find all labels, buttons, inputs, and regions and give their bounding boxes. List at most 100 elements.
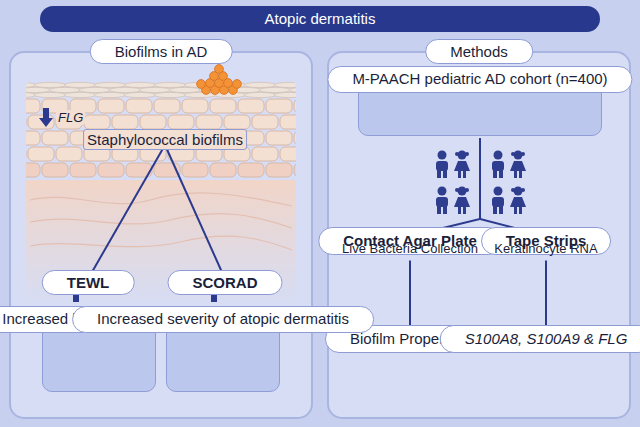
keratinocyte (224, 115, 250, 129)
keratinocyte (28, 147, 54, 161)
corneocyte (274, 82, 296, 87)
down-arrow-symbol (39, 108, 53, 127)
node-text: TEWL (42, 270, 135, 295)
boy-icon (436, 187, 448, 215)
node-text: SCORAD (167, 270, 282, 295)
keratinocyte (294, 163, 296, 177)
corneocyte (274, 92, 296, 97)
connector-arrow (88, 145, 165, 279)
staphylococcal-biofilm (197, 65, 242, 95)
keratinocyte (238, 99, 264, 113)
keratinocyte (182, 163, 208, 177)
keratinocyte (42, 163, 68, 177)
node-text: Keratinocyte RNA (494, 240, 597, 258)
corneocyte (154, 82, 186, 87)
epidermis-cells (26, 82, 296, 177)
corneocyte (34, 82, 66, 87)
keratinocyte (168, 115, 194, 129)
panel-heading: Methods (425, 39, 533, 64)
keratinocyte (98, 163, 124, 177)
keratinocyte (26, 99, 40, 113)
node-text: Staphylococcal biofilms (83, 129, 247, 150)
keratinocyte (70, 163, 96, 177)
keratinocyte (28, 115, 54, 129)
connector-arrow (409, 261, 411, 334)
connector-arrow (545, 261, 547, 334)
corneocyte (49, 87, 81, 92)
corneocyte (64, 82, 96, 87)
node-text: Live Bacteria Collection (342, 240, 478, 258)
bacterium (197, 80, 206, 89)
keratinocyte (252, 115, 278, 129)
dermis-fibers (30, 193, 292, 250)
keratinocyte (182, 99, 208, 113)
boy-icon (492, 151, 504, 179)
corneocyte (79, 87, 111, 92)
keratinocyte (210, 99, 236, 113)
keratinocyte (210, 163, 236, 177)
keratinocyte (266, 99, 292, 113)
keratinocyte (238, 163, 264, 177)
keratinocyte (26, 131, 40, 145)
keratinocyte (252, 147, 278, 161)
corneocyte (124, 82, 156, 87)
corneocyte (34, 92, 66, 97)
girl-icon (454, 187, 470, 215)
keratinocyte (56, 147, 82, 161)
corneocyte (109, 87, 141, 92)
connector-arrow (410, 138, 480, 236)
cohort-box: M-PAACH pediatric AD cohort (n=400) (358, 78, 602, 136)
corneocyte (26, 87, 51, 92)
dermis (26, 180, 296, 306)
keratinocyte (126, 99, 152, 113)
keratinocyte (294, 99, 296, 113)
corneocyte (169, 87, 201, 92)
node-text: S100A8, S100A9 & FLG (440, 325, 640, 353)
corneocyte (244, 82, 276, 87)
keratinocyte (84, 115, 110, 129)
girl-icon (510, 151, 526, 179)
corneocyte (244, 92, 276, 97)
node-text: Increased severity of atopic dermatitis (72, 306, 374, 333)
corneocyte (94, 82, 126, 87)
boy-icon (436, 151, 448, 179)
panel: Biofilms in ADStaphylococcal biofilmsTEW… (10, 52, 312, 418)
keratinocyte (294, 131, 296, 145)
bacterium (215, 65, 224, 74)
corneocyte (154, 92, 186, 97)
title-bar: Atopic dermatitis (40, 6, 600, 32)
keratinocyte (280, 147, 296, 161)
skin-illustration (26, 82, 296, 306)
panel-ground (10, 52, 312, 418)
connector-arrow (480, 138, 546, 236)
node-text: M-PAACH pediatric AD cohort (n=400) (327, 66, 632, 93)
gene-label: FLG (56, 110, 85, 125)
outcome-box: Increased severity of atopic dermatitis (166, 318, 280, 392)
keratinocyte (196, 115, 222, 129)
keratinocyte (112, 115, 138, 129)
bacterium (233, 80, 242, 89)
keratinocyte (140, 115, 166, 129)
keratinocyte (266, 131, 292, 145)
corneocyte (259, 87, 291, 92)
keratinocyte (42, 131, 68, 145)
panel: MethodsM-PAACH pediatric AD cohort (n=40… (328, 52, 630, 418)
girl-icon (454, 151, 470, 179)
corneocyte (289, 87, 296, 92)
corneocyte (139, 87, 171, 92)
corneocyte (94, 92, 126, 97)
method-label: Contact Agar PlateLive Bacteria Collecti… (342, 240, 478, 258)
keratinocyte (26, 163, 40, 177)
method-label: Tape StripsKeratinocyte RNA (494, 240, 597, 258)
keratinocyte (280, 115, 296, 129)
girl-icon (510, 187, 526, 215)
boy-icon (492, 187, 504, 215)
keratinocyte (98, 99, 124, 113)
keratinocyte (154, 99, 180, 113)
connector-arrow (165, 145, 225, 279)
corneocyte (124, 92, 156, 97)
keratinocyte (266, 163, 292, 177)
corneocyte (64, 92, 96, 97)
corneocyte (184, 92, 216, 97)
